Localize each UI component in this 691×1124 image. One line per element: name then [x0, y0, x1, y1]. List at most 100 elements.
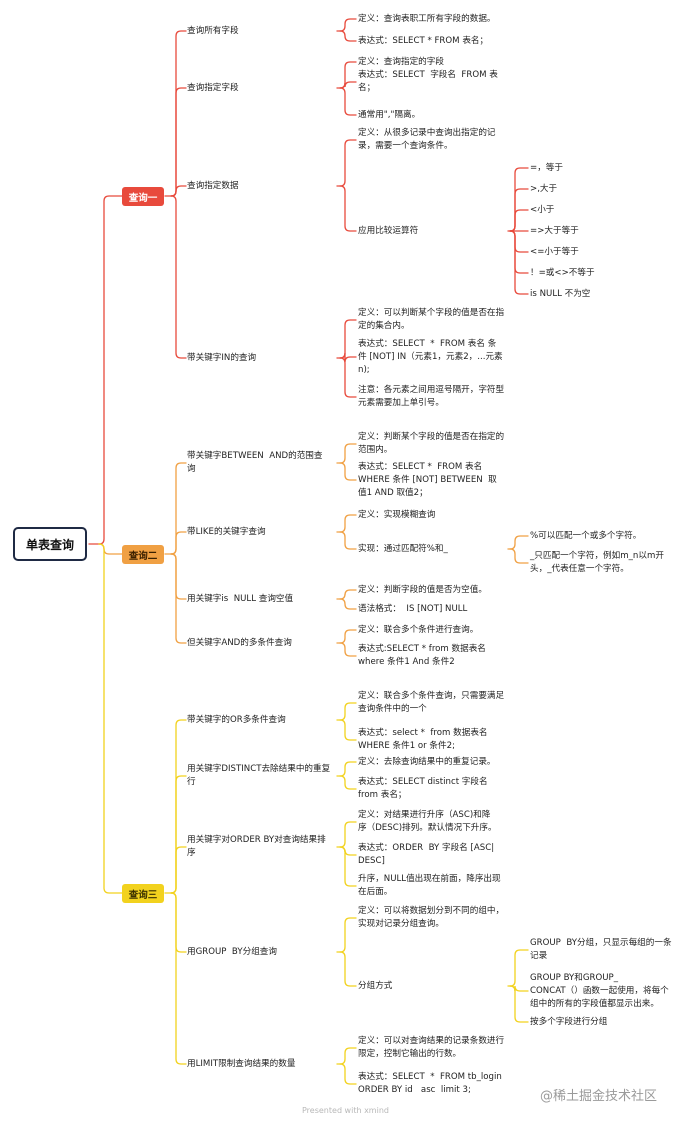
sub-detail-text[interactable]: _只匹配一个字符，例如m_n以m开 头，_代表任意一个字符。	[530, 551, 664, 574]
topic-title[interactable]: 用关键字DISTINCT去除结果中的重复 行	[187, 764, 331, 787]
detail-text[interactable]: 定义：实现模糊查询	[358, 509, 436, 520]
topic-2-3-connector-branch-1	[339, 951, 357, 987]
detail-text[interactable]: 定义：可以判断某个字段的值是否在指 定的集合内。	[358, 308, 505, 331]
sub-detail-text[interactable]: is NULL 不为空	[530, 288, 591, 299]
section-3-connector-branch-4	[170, 892, 187, 1065]
detail-text[interactable]: 定义：查询指定的字段	[358, 56, 444, 67]
detail-text[interactable]: 定义：可以对查询结果的记录条数进行 限定，控制它输出的行数。	[358, 1036, 505, 1059]
section-1-connector-branch-3	[170, 195, 187, 359]
topic-1-3-connector-branch-1	[339, 642, 357, 657]
topic-0-1-connector-branch-1	[339, 81, 357, 89]
topic-title[interactable]: 带关键字的OR多条件查询	[187, 714, 286, 725]
sub-detail-text[interactable]: %可以匹配一个或多个字符。	[530, 530, 642, 541]
topic-title[interactable]: 查询指定字段	[187, 82, 239, 93]
topic-title[interactable]: 带关键字BETWEEN AND的范围查 询	[187, 451, 323, 474]
detail-text[interactable]: 定义：判断某个字段的值是否在指定的 范围内。	[358, 432, 505, 455]
topic-2-0-connector-branch-1	[339, 719, 357, 741]
section-2-node[interactable]: 查询二	[122, 545, 164, 564]
section-3-connector-branch-0	[170, 719, 187, 894]
section-1-connector-branch-0	[170, 30, 187, 197]
detail-text[interactable]: 定义：判断字段的值是否为空值。	[358, 584, 487, 595]
topic-1-0-connector-branch-1	[339, 462, 357, 481]
topic-title[interactable]: 带LIKE的关键字查询	[187, 526, 266, 537]
section-1-connector-branch-2	[170, 185, 187, 197]
detail-text[interactable]: 表达式：ORDER BY 字段名 [ASC| DESC]	[358, 843, 495, 866]
sub-detail-text[interactable]: >,大于	[530, 183, 558, 194]
sub-0-2-connector-branch-0	[509, 167, 529, 232]
topic-title[interactable]: 用LIMIT限制查询结果的数量	[187, 1058, 296, 1069]
topic-2-0-connector-branch-0	[339, 702, 357, 721]
sub-detail-text[interactable]: ！=或<>不等于	[530, 267, 595, 278]
sub-detail-text[interactable]: <小于	[530, 204, 555, 215]
detail-text[interactable]: 表达式：SELECT * FROM tb_login ORDER BY id a…	[358, 1072, 502, 1095]
detail-text[interactable]: 应用比较运算符	[358, 225, 419, 236]
topic-2-1-connector-branch-0	[339, 761, 357, 777]
topic-2-1-connector-branch-1	[339, 775, 357, 790]
detail-text[interactable]: 升序，NULL值出现在前面，降序出现 在后面。	[358, 874, 501, 897]
detail-text[interactable]: 定义：联合多个条件进行查询。	[358, 624, 479, 635]
detail-text[interactable]: 通常用","隔离。	[358, 109, 421, 120]
topic-0-3-connector-branch-1	[339, 352, 357, 363]
topic-title[interactable]: 用GROUP BY分组查询	[187, 946, 277, 957]
topic-0-2-connector-branch-0	[339, 139, 357, 187]
detail-text[interactable]: 定义：去除查询结果中的重复记录。	[358, 756, 496, 767]
detail-text[interactable]: 表达式：SELECT 字段名 FROM 表 名；	[358, 70, 498, 93]
topic-title[interactable]: 用关键字对ORDER BY对查询结果排 序	[187, 835, 326, 858]
topic-title[interactable]: 但关键字AND的多条件查询	[187, 637, 292, 648]
topic-title[interactable]: 查询所有字段	[187, 25, 239, 36]
section-3-node[interactable]: 查询三	[122, 884, 164, 903]
sub-detail-text[interactable]: GROUP BY和GROUP_ CONCAT（）函数一起使用，将每个 组中的所有…	[530, 972, 669, 1009]
detail-text[interactable]: 定义：联合多个条件查询，只需要满足 查询条件中的一个	[358, 691, 505, 714]
detail-text[interactable]: 表达式：select * from 数据表名 WHERE 条件1 or 条件2;	[358, 728, 488, 751]
detail-text[interactable]: 表达式：SELECT * FROM 表名 WHERE 条件 [NOT] BETW…	[358, 461, 497, 498]
detail-text[interactable]: 表达式:SELECT * from 数据表名 where 条件1 And 条件2	[358, 644, 486, 667]
topic-0-1-connector-branch-2	[339, 87, 357, 116]
topic-0-2-connector-branch-1	[339, 185, 357, 232]
topic-1-2-connector-branch-0	[339, 589, 357, 600]
detail-text[interactable]: 分组方式	[358, 980, 393, 991]
sub-0-2-connector-branch-6	[509, 230, 529, 295]
sub-detail-text[interactable]: =>大于等于	[530, 225, 579, 236]
detail-text[interactable]: 定义：对结果进行升序（ASC)和降 序（DESC)排列。默认情况下升序。	[358, 810, 497, 833]
detail-text[interactable]: 表达式：SELECT * FROM 表名；	[358, 35, 489, 46]
detail-text[interactable]: 注意：各元素之间用逗号隔开，字符型 元素需要加上单引号。	[358, 385, 505, 408]
sub-detail-text[interactable]: =，等于	[530, 162, 563, 173]
sub-detail-text[interactable]: GROUP BY分组，只显示每组的一条 记录	[530, 938, 672, 961]
topic-0-3-connector-branch-0	[339, 319, 357, 359]
sub-detail-text[interactable]: <=小于等于	[530, 246, 579, 257]
sub-2-3-connector-branch-0	[509, 949, 529, 987]
detail-text[interactable]: 实现：通过匹配符%和_	[358, 543, 448, 554]
watermark: @稀土掘金技术社区	[540, 1089, 658, 1104]
topic-0-1-connector-branch-0	[339, 61, 357, 89]
section-1-node[interactable]: 查询一	[122, 187, 164, 206]
detail-text[interactable]: 语法格式： IS [NOT] NULL	[358, 603, 468, 614]
topic-1-1-connector-branch-0	[339, 514, 357, 533]
sub-detail-text[interactable]: 按多个字段进行分组	[530, 1016, 608, 1027]
section-3-connector-branch-2	[170, 846, 187, 894]
topic-title[interactable]: 查询指定数据	[187, 180, 239, 191]
root-node[interactable]: 单表查询	[13, 527, 87, 561]
detail-text[interactable]: 表达式：SELECT * FROM 表名 条 件 [NOT] IN（元素1，元素…	[358, 338, 503, 375]
topic-title[interactable]: 带关键字IN的查询	[187, 352, 257, 363]
topic-1-0-connector-branch-0	[339, 443, 357, 464]
sub-0-2-connector-branch-2	[509, 209, 529, 232]
topic-0-0-connector-branch-1	[339, 30, 357, 42]
detail-text[interactable]: 定义：可以将数据划分到不同的组中， 实现对记录分组查询。	[358, 906, 505, 929]
section-3-connector-branch-3	[170, 892, 187, 953]
detail-text[interactable]: 定义：查询表职工所有字段的数据。	[358, 13, 496, 24]
section-3-connector-branch-1	[170, 775, 187, 894]
root-connector-branch-2	[98, 543, 123, 894]
detail-text[interactable]: 定义：从很多记录中查询出指定的记 录，需要一个查询条件。	[358, 128, 496, 151]
topic-1-2-connector-branch-1	[339, 598, 357, 610]
topic-title[interactable]: 用关键字is NULL 查询空值	[187, 593, 294, 604]
topic-2-2-connector-branch-1	[339, 846, 357, 856]
topic-1-3-connector-branch-0	[339, 629, 357, 644]
topic-2-3-connector-branch-0	[339, 917, 357, 953]
detail-text[interactable]: 表达式：SELECT distinct 字段名 from 表名；	[358, 777, 488, 800]
section-2-connector-branch-2	[170, 553, 187, 600]
sub-0-2-connector-branch-4	[509, 230, 529, 253]
section-2-connector-branch-0	[170, 462, 187, 555]
topic-0-0-connector-branch-0	[339, 18, 357, 32]
topic-2-4-connector-branch-1	[339, 1063, 357, 1085]
